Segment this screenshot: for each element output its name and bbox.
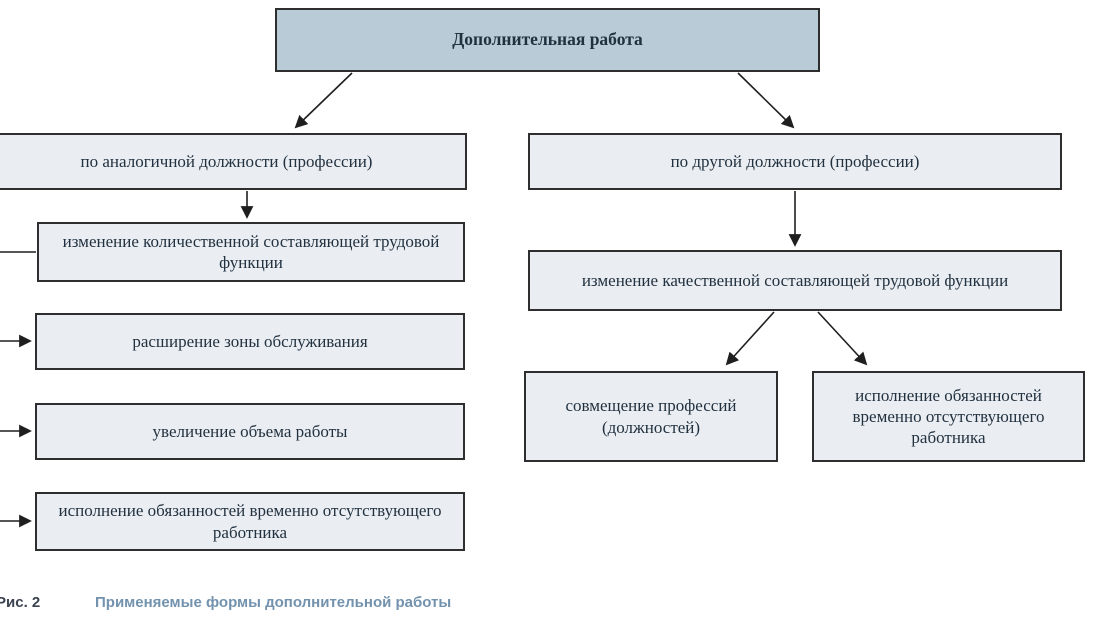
node-additional-work: Дополнительная работа bbox=[275, 8, 820, 72]
node-same-position: по аналогичной должности (профессии) bbox=[0, 133, 467, 190]
node-service-area-expansion: расширение зоны обслуживания bbox=[35, 313, 465, 370]
node-work-volume-increase: увеличение объема работы bbox=[35, 403, 465, 460]
node-other-position: по другой должности (профессии) bbox=[528, 133, 1062, 190]
node-quantitative-change: изменение количественной составляющей тр… bbox=[37, 222, 465, 282]
figure-label: Рис. 2 bbox=[0, 594, 41, 611]
node-qualitative-change: изменение качественной составляющей труд… bbox=[528, 250, 1062, 311]
node-profession-combination: совмещение профессий (должностей) bbox=[524, 371, 778, 462]
figure-caption: Применяемые формы дополнительной работы bbox=[95, 594, 452, 611]
node-absent-employee-duties-right: исполнение обязанностей временно отсутст… bbox=[812, 371, 1085, 462]
node-absent-employee-duties-left: исполнение обязанностей временно отсутст… bbox=[35, 492, 465, 551]
